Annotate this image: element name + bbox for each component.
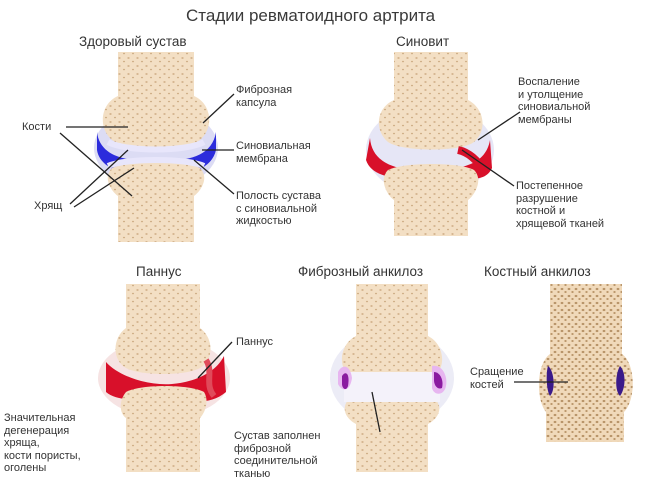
pannus-upper-bone-shape (115, 284, 211, 374)
leader-cavity (193, 159, 235, 195)
label-capsule: Фиброзная капсула (236, 84, 293, 109)
leader-capsule (202, 93, 235, 124)
stage-bony-title: Костный анкилоз (484, 264, 591, 279)
label-pannus: Паннус (236, 336, 274, 348)
label-synovial: Синовиальная мембрана (236, 140, 311, 165)
label-fibrous-fill: Сустав заполнен фиброзной соединительной… (234, 430, 321, 480)
lower-cartilage-shape (106, 157, 206, 169)
label-fusion: Сращение костей (470, 366, 524, 391)
fibrous-right-spot-shape (434, 372, 443, 389)
synovitis-lower-bone-shape (383, 164, 479, 236)
leader-pannus (197, 341, 233, 379)
leader-inflammation (477, 111, 521, 141)
pannus-lower-bone-shape (120, 386, 207, 472)
diagram-title: Стадии ревматоидного артрита (186, 6, 436, 25)
label-destruction: Постепенное разрушение костной и хрящево… (516, 180, 605, 230)
label-bones: Кости (22, 121, 52, 133)
leader-fibrous (371, 391, 381, 433)
leader-destruction (461, 149, 515, 187)
synovitis-joint (366, 52, 494, 236)
label-cartilage: Хрящ (34, 200, 63, 212)
leader-cartilage-1 (69, 149, 129, 205)
leader-bones-2 (59, 132, 133, 197)
fused-right-mark-shape (616, 366, 625, 396)
bony-ankylosis-joint (538, 284, 633, 442)
label-inflammation: Воспаление и утолщение синовиальной мемб… (518, 76, 591, 126)
synovitis-upper-bone-shape (378, 52, 483, 150)
pannus-joint (98, 284, 230, 472)
fibrous-fill-shape (344, 372, 440, 402)
stage-synovitis-title: Синовит (396, 34, 450, 49)
fibrous-ankylosis-joint (330, 284, 454, 472)
fibrous-left-spot-shape (342, 373, 349, 390)
fibrous-upper-bone-shape (341, 284, 443, 374)
stage-fibrous-title: Фиброзный анкилоз (298, 264, 424, 279)
leader-lines (59, 93, 568, 433)
upper-bone-shape (102, 52, 210, 148)
fibrous-lower-bone-shape (344, 400, 440, 472)
lower-bone-shape (107, 162, 205, 242)
stage-healthy-title: Здоровый сустав (79, 34, 187, 49)
label-degeneration: Значительная дегенерация хряща, кости по… (4, 412, 81, 474)
fused-bone-shape (538, 284, 633, 442)
stage-pannus-title: Паннус (136, 264, 182, 279)
leader-cartilage-2 (73, 167, 135, 208)
pannus-erosion-shape (203, 358, 217, 398)
upper-cartilage-shape (106, 139, 206, 153)
label-cavity: Полость сустава с синовиальной жидкостью (236, 190, 322, 227)
fused-left-mark-shape (546, 366, 554, 396)
healthy-joint (94, 52, 218, 242)
